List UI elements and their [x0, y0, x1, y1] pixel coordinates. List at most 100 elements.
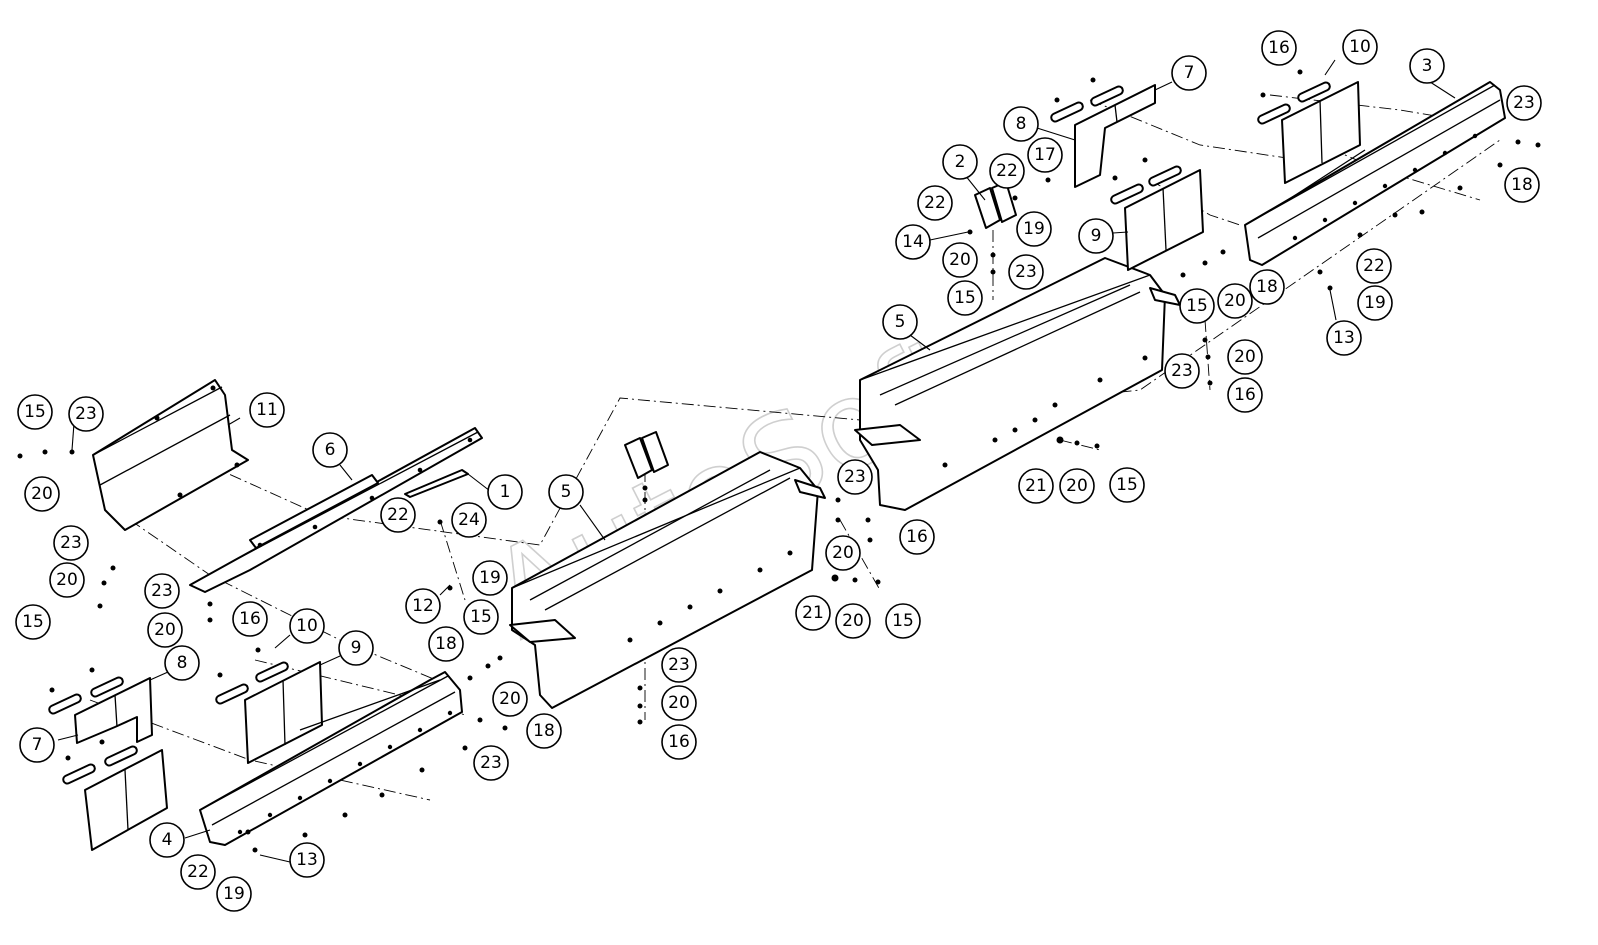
callout-circle: [548, 474, 584, 510]
callout-label: 20: [832, 543, 854, 563]
bracket-2-upper: [974, 181, 1017, 229]
callout-circle: [895, 224, 931, 260]
callout-6: 6: [312, 432, 348, 468]
part-11-shield: [92, 379, 249, 531]
callout-label: 8: [1016, 114, 1027, 134]
callout-circle: [942, 242, 978, 278]
callout-label: 20: [668, 693, 690, 713]
callout-label: 19: [479, 568, 501, 588]
callout-label: 4: [162, 830, 173, 850]
callout-label: 23: [480, 753, 502, 773]
callout-circle: [1008, 254, 1044, 290]
callout-circle: [661, 647, 697, 683]
callout-label: 15: [892, 611, 914, 631]
callout-label: 19: [1364, 293, 1386, 313]
callout-label: 20: [949, 250, 971, 270]
callout-label: 17: [1034, 145, 1056, 165]
bracket-2-lower: [624, 431, 669, 479]
callout-20: 20: [24, 476, 60, 512]
callout-20: 20: [942, 242, 978, 278]
callout-circle: [661, 724, 697, 760]
callout-label: 18: [435, 634, 457, 654]
callout-20: 20: [49, 562, 85, 598]
callout-circle: [49, 562, 85, 598]
callout-16: 16: [1261, 30, 1297, 66]
callout-circle: [15, 604, 51, 640]
callout-label: 16: [668, 732, 690, 752]
callout-label: 13: [1333, 328, 1355, 348]
callout-circle: [917, 185, 953, 221]
callout-circle: [216, 876, 252, 912]
straps-right: [1050, 81, 1331, 205]
callout-23: 23: [661, 647, 697, 683]
callout-circle: [1356, 248, 1392, 284]
callout-20: 20: [1217, 283, 1253, 319]
callout-20: 20: [661, 685, 697, 721]
callout-label: 6: [325, 440, 336, 460]
part-9-plate-left: [244, 661, 323, 764]
callout-circle: [1227, 339, 1263, 375]
callout-label: 22: [996, 161, 1018, 181]
callout-circle: [1003, 106, 1039, 142]
callout-circle: [1016, 211, 1052, 247]
callout-20: 20: [1227, 339, 1263, 375]
callout-8: 8: [164, 645, 200, 681]
callout-15: 15: [1179, 288, 1215, 324]
callout-23: 23: [837, 459, 873, 495]
callout-16: 16: [899, 519, 935, 555]
callout-circle: [1326, 320, 1362, 356]
callout-7: 7: [19, 727, 55, 763]
callout-circle: [68, 396, 104, 432]
callout-label: 19: [223, 884, 245, 904]
part-5-bucket-lower: [509, 451, 826, 709]
callout-11: 11: [249, 392, 285, 428]
callout-5: 5: [548, 474, 584, 510]
callout-10: 10: [1342, 29, 1378, 65]
callout-circle: [882, 304, 918, 340]
callout-label: 18: [533, 721, 555, 741]
callout-22: 22: [180, 854, 216, 890]
callout-circle: [1171, 55, 1207, 91]
callout-13: 13: [289, 842, 325, 878]
leader-lines: [57, 59, 1456, 863]
callout-circle: [1357, 285, 1393, 321]
callout-label: 20: [56, 570, 78, 590]
callout-circle: [473, 745, 509, 781]
callout-label: 21: [1025, 476, 1047, 496]
callout-circle: [837, 459, 873, 495]
callout-label: 15: [22, 612, 44, 632]
callout-circle: [885, 603, 921, 639]
callout-2: 2: [942, 144, 978, 180]
callout-circle: [380, 497, 416, 533]
callout-circle: [1109, 467, 1145, 503]
callout-circle: [1179, 288, 1215, 324]
callout-circle: [1059, 468, 1095, 504]
callout-circle: [428, 626, 464, 662]
callout-label: 12: [412, 596, 434, 616]
callout-23: 23: [1506, 85, 1542, 121]
callout-circle: [825, 535, 861, 571]
fasteners: [17, 69, 1541, 853]
callout-18: 18: [1504, 167, 1540, 203]
callout-15: 15: [463, 599, 499, 635]
callout-circle: [1227, 377, 1263, 413]
callout-21: 21: [1018, 468, 1054, 504]
callout-label: 18: [1256, 277, 1278, 297]
callout-label: 22: [1363, 256, 1385, 276]
callout-label: 20: [842, 611, 864, 631]
callout-circle: [1506, 85, 1542, 121]
callout-18: 18: [1249, 269, 1285, 305]
callout-20: 20: [1059, 468, 1095, 504]
callout-label: 24: [458, 510, 480, 530]
callout-label: 22: [187, 862, 209, 882]
part-10-plate-right: [1281, 81, 1361, 184]
callout-label: 20: [1234, 347, 1256, 367]
callout-circle: [526, 713, 562, 749]
callout-circle: [1217, 283, 1253, 319]
callout-23: 23: [68, 396, 104, 432]
callout-16: 16: [1227, 377, 1263, 413]
callout-20: 20: [825, 535, 861, 571]
callout-label: 15: [470, 607, 492, 627]
callout-label: 20: [31, 484, 53, 504]
callout-circle: [1342, 29, 1378, 65]
